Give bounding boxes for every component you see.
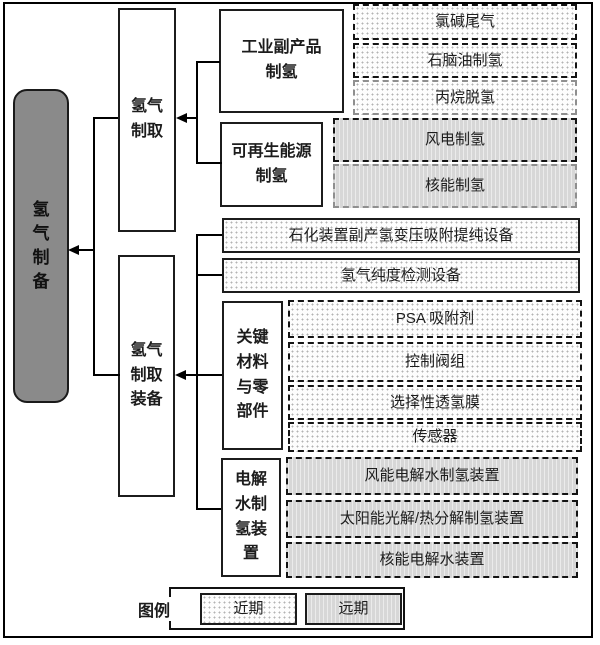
legend-title: 图例	[125, 597, 183, 621]
arrow-left-icon	[176, 113, 187, 123]
connector-production-arrow-line	[186, 117, 198, 119]
leaf-psa-purification-equipment: 石化装置副产氢变压吸附提纯设备	[222, 218, 580, 253]
figure-frame	[3, 2, 593, 638]
node-hydrogen-preparation: 氢 气 制 备	[13, 89, 69, 403]
connector-equipment-arrow-line	[186, 374, 222, 376]
leaf-control-valve-group: 控制阀组	[288, 342, 582, 382]
leaf-wind-power-hydrogen: 风电制氢	[333, 118, 577, 162]
connector-left-vertical	[93, 117, 95, 376]
leaf-chlor-alkali-tail-gas: 氯碱尾气	[353, 4, 577, 40]
leaf-nuclear-energy-hydrogen: 核能制氢	[333, 164, 577, 208]
connector-top-stub-industrial	[196, 61, 220, 63]
leaf-psa-adsorbent: PSA 吸附剂	[288, 300, 582, 338]
connector-top-vertical	[196, 61, 198, 164]
connector-bottom-vertical	[196, 234, 198, 510]
node-key-materials-and-components: 关键 材料 与零 部件	[222, 301, 283, 450]
connector-bottom-stub-purification	[196, 234, 222, 236]
legend-far-term-swatch: 远期	[305, 593, 402, 625]
leaf-solar-photolysis-thermolysis-device: 太阳能光解/热分解制氢装置	[286, 500, 578, 538]
node-water-electrolysis-hydrogen-equipment: 电解 水制 氢装 置	[221, 458, 281, 577]
connector-root-arrow-line	[78, 249, 95, 251]
leaf-selective-hydrogen-permeable-membrane: 选择性透氢膜	[288, 385, 582, 420]
node-renewable-energy-hydrogen: 可再生能源 制氢	[220, 122, 323, 207]
connector-left-stub-equipment	[93, 374, 120, 376]
leaf-nuclear-electrolysis-device: 核能电解水装置	[286, 542, 578, 578]
leaf-wind-electrolysis-hydrogen-device: 风能电解水制氢装置	[286, 457, 578, 495]
node-hydrogen-production: 氢气 制取	[118, 8, 176, 232]
connector-left-stub-production	[93, 117, 118, 119]
node-industrial-byproduct-hydrogen: 工业副产品 制氢	[219, 9, 344, 113]
leaf-naphtha-hydrogen: 石脑油制氢	[353, 43, 577, 78]
leaf-hydrogen-purity-testing-equipment: 氢气纯度检测设备	[222, 258, 580, 293]
leaf-propane-dehydrogenation: 丙烷脱氢	[353, 80, 577, 115]
legend-near-term-swatch: 近期	[200, 593, 297, 625]
leaf-sensor: 传感器	[288, 422, 582, 452]
connector-top-stub-renewable	[196, 162, 222, 164]
arrow-left-icon	[68, 245, 79, 255]
connector-bottom-stub-purity-test	[196, 274, 222, 276]
node-hydrogen-production-equipment: 氢气 制取 装备	[118, 255, 175, 497]
arrow-left-icon	[175, 370, 186, 380]
connector-bottom-stub-electrolysis	[196, 508, 221, 510]
